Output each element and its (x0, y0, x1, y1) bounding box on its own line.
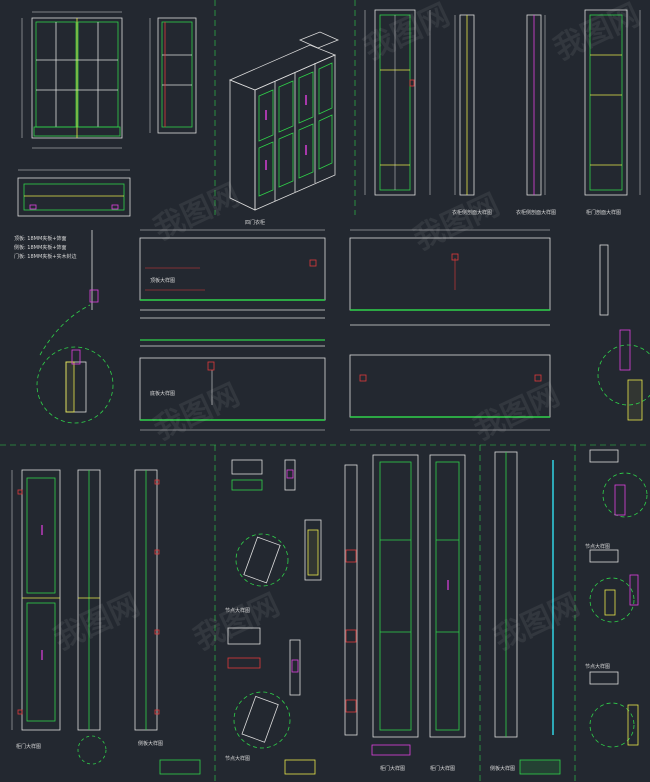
watermarks: 我图网 我图网 我图网 我图网 我图网 我图网 我图网 我图网 我图网 (49, 0, 645, 657)
watermark-5: 我图网 (149, 377, 245, 447)
isometric-wardrobe (228, 31, 340, 211)
bottom-panel-detail (139, 357, 326, 431)
note-2: 侧板: 18MM夹板+饰面 (14, 244, 66, 251)
door-section-narrow-1 (454, 14, 475, 196)
caption-door-section: 柜门剖面大样图 (586, 209, 621, 216)
caption-side-1: 侧板大样图 (138, 740, 163, 747)
caption-detail-1: 节点大样图 (225, 607, 250, 614)
cabinet-section-1 (364, 9, 431, 196)
caption-bottom-panel: 底板大样图 (150, 390, 175, 397)
top-panel-detail (139, 229, 326, 347)
caption-cabinet-section-1: 衣柜侧剖面大样图 (452, 209, 492, 216)
front-elevation (21, 11, 123, 149)
wall-section-detail (36, 230, 114, 424)
door-frame-1 (371, 454, 419, 756)
caption-detail-4: 节点大样图 (585, 663, 610, 670)
caption-door-2: 柜门大样图 (380, 765, 405, 772)
drawing-captions: 四门衣柜 衣柜侧剖面大样图 衣柜侧剖面大样图 柜门剖面大样图 顶板大样图 底板大… (16, 209, 621, 772)
caption-top-panel: 顶板大样图 (150, 277, 175, 284)
rail-section (494, 451, 561, 775)
caption-cabinet-section-2: 衣柜侧剖面大样图 (516, 209, 556, 216)
cabinet-section-2 (584, 9, 641, 196)
note-3: 门板: 18MM夹板+实木封边 (14, 253, 76, 260)
side-strip-elevation (344, 464, 358, 736)
watermark-3: 我图网 (149, 177, 245, 247)
watermark-9: 我图网 (489, 587, 585, 657)
shelf-panel-detail-1 (349, 229, 551, 326)
side-elevation (149, 17, 197, 134)
note-1: 顶板: 18MM夹板+饰面 (14, 235, 66, 242)
shelf-panel-detail-2 (349, 354, 551, 431)
plan-view (17, 169, 131, 217)
door-section-narrow-2 (526, 14, 546, 196)
door-elevation-2 (77, 469, 107, 765)
watermark-6: 我图网 (469, 377, 565, 447)
caption-door-1: 柜门大样图 (16, 743, 41, 750)
side-rail-detail (597, 244, 650, 421)
node-details-column (159, 459, 322, 775)
caption-detail-2: 节点大样图 (225, 755, 250, 762)
watermark-4: 我图网 (409, 187, 505, 257)
caption-side-2: 侧板大样图 (490, 765, 515, 772)
side-panel-elevation-1 (134, 469, 160, 731)
caption-door-3: 柜门大样图 (430, 765, 455, 772)
watermark-8: 我图网 (189, 587, 285, 657)
caption-detail-3: 节点大样图 (585, 543, 610, 550)
right-node-details (589, 449, 648, 748)
door-frame-2 (429, 454, 466, 738)
material-notes: 顶板: 18MM夹板+饰面 侧板: 18MM夹板+饰面 门板: 18MM夹板+实… (14, 235, 76, 260)
caption-isometric: 四门衣柜 (245, 219, 265, 226)
door-elevation-1 (11, 469, 61, 731)
